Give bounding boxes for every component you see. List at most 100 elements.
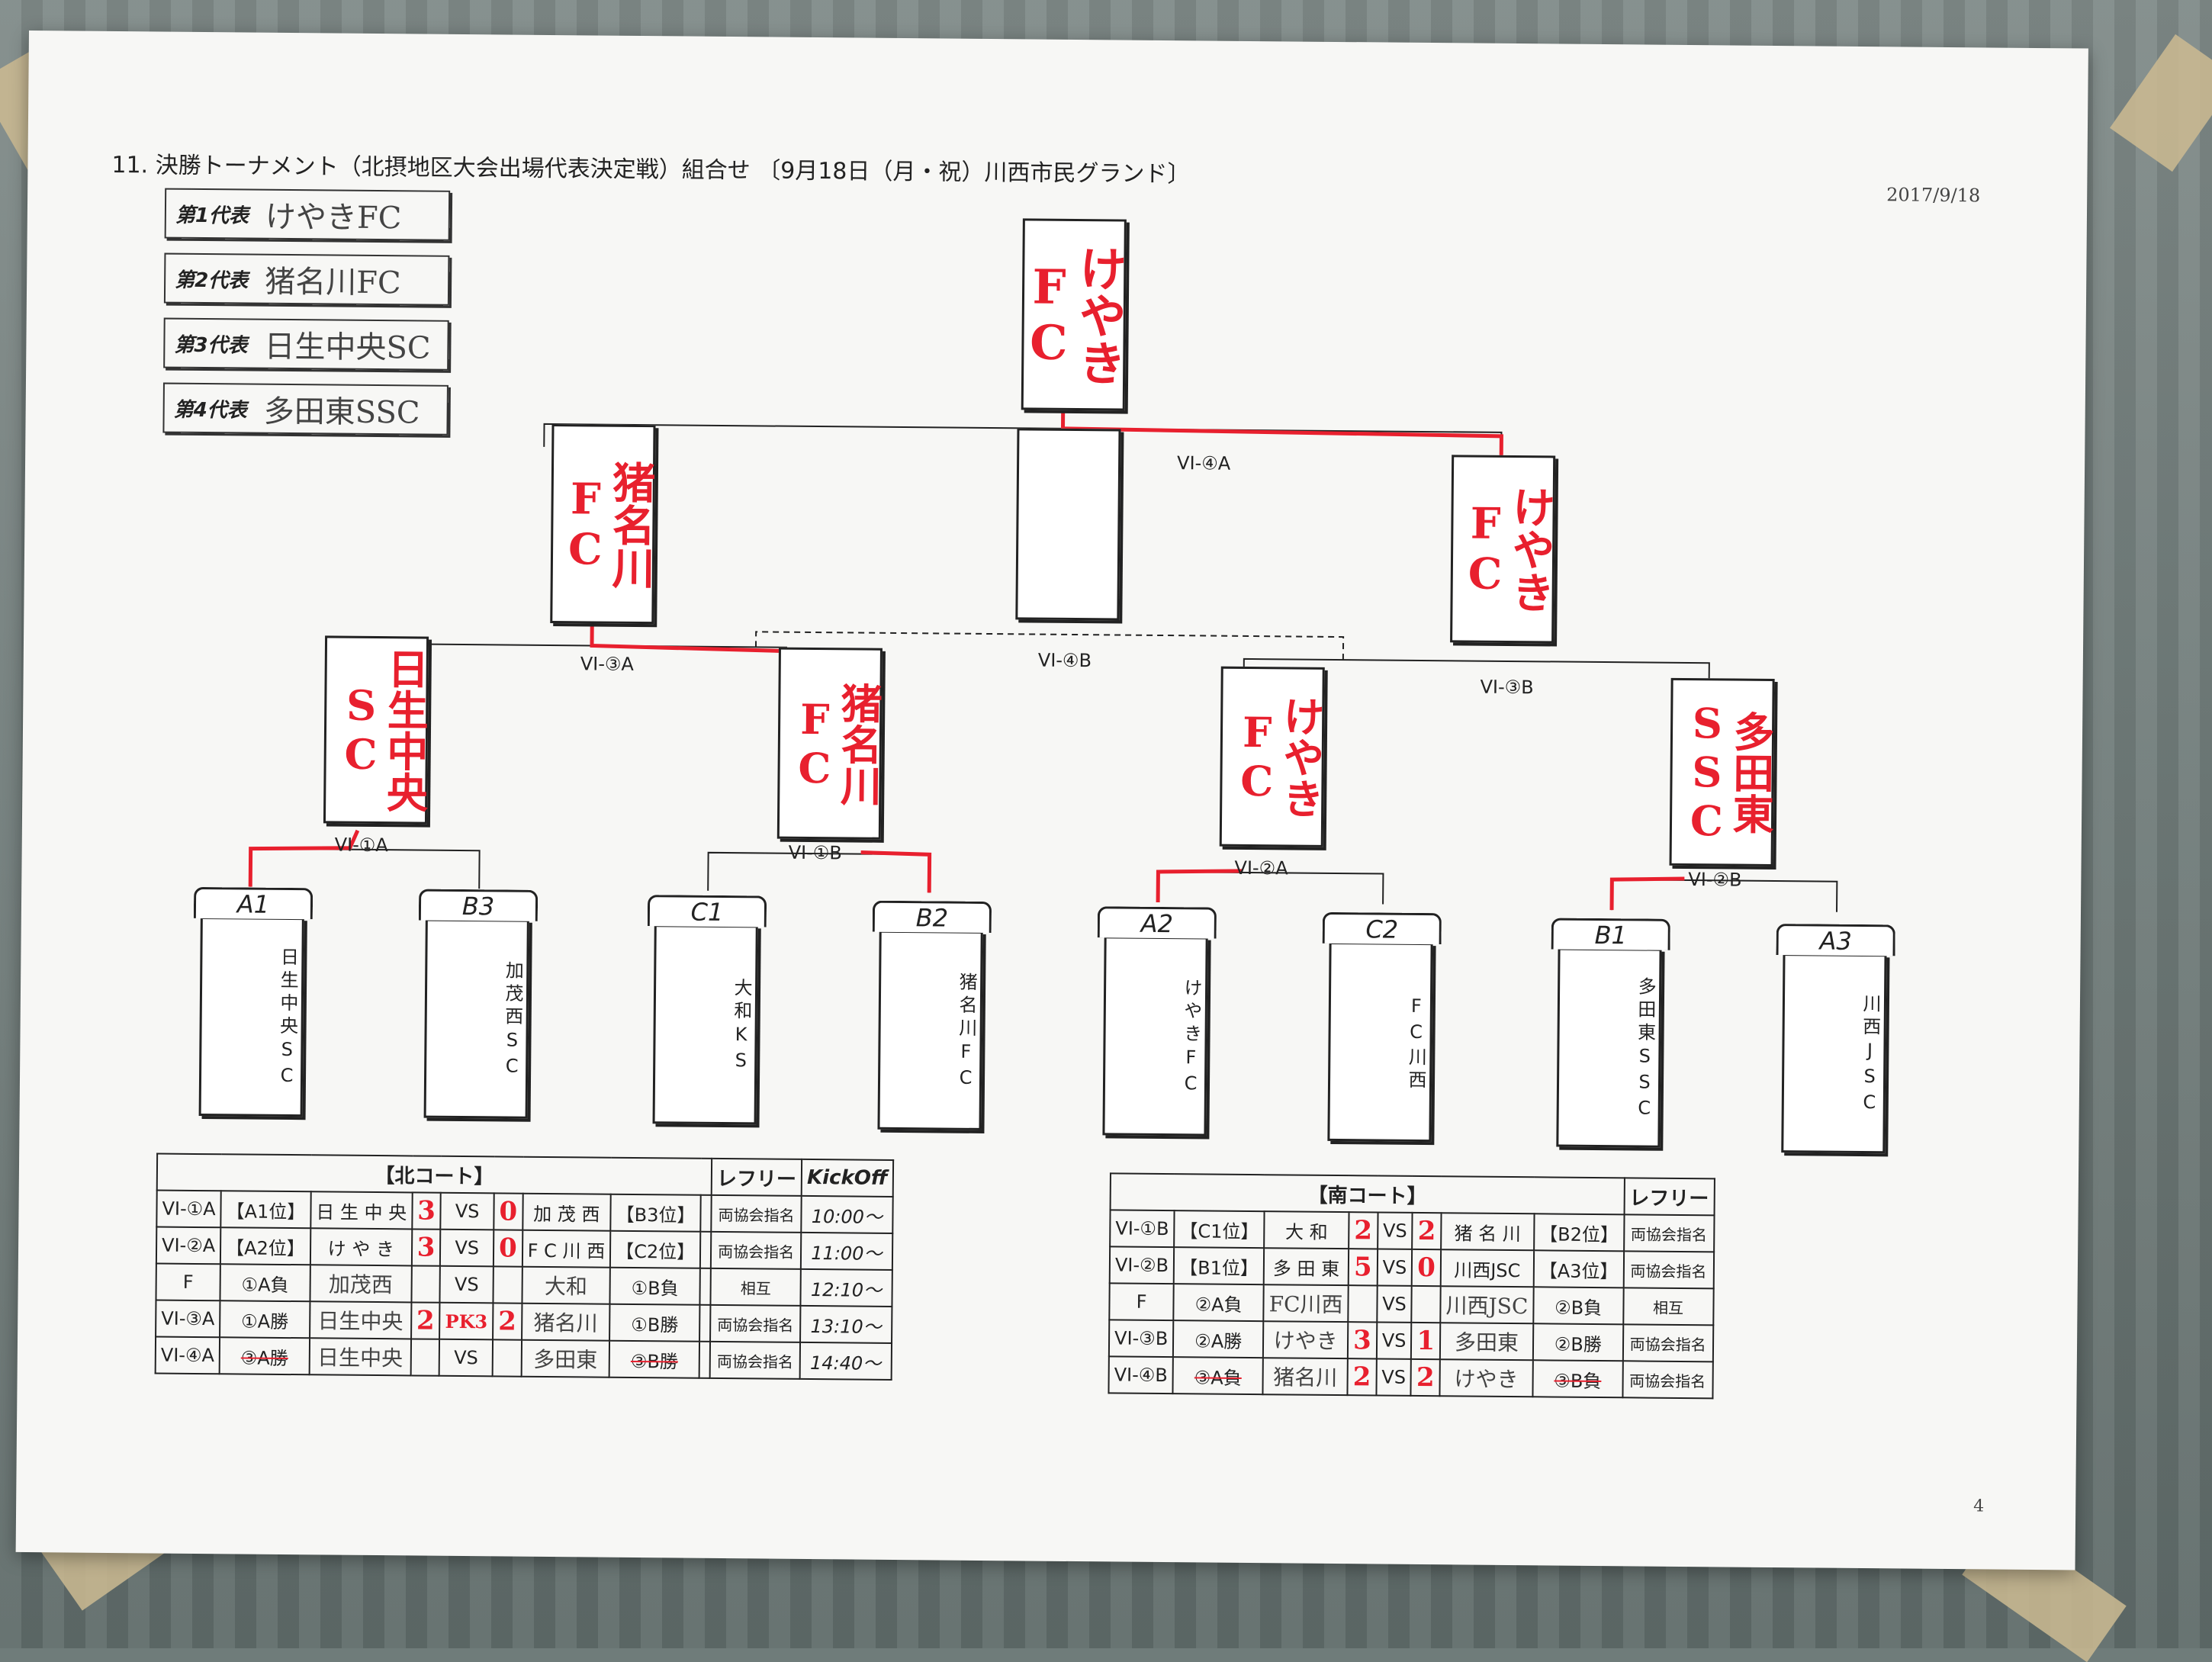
left-team: け や き (310, 1228, 412, 1266)
left-team: 日生中央 (309, 1301, 412, 1339)
round2-winner: 猪名川FC (789, 681, 883, 806)
match-id: VI-③B (1108, 1320, 1174, 1358)
versus: VS (1376, 1358, 1412, 1396)
referee: 両協会指名 (1623, 1251, 1714, 1289)
match-id: F (156, 1263, 220, 1301)
team-box: B3 加茂西SC (418, 889, 539, 1119)
left-position: 【A2位】 (220, 1227, 311, 1265)
left-position: 【A1位】 (220, 1191, 311, 1229)
left-team: 猪名川 (1262, 1358, 1348, 1396)
right-team: 川西JSC (1440, 1249, 1534, 1287)
referee: 相互 (710, 1268, 801, 1306)
right-team: 川西JSC (1440, 1286, 1534, 1324)
table-row: VI-③A ①A勝 日生中央 2 PK3 2 猪名川 ①B勝 両協会指名 13:… (156, 1300, 892, 1343)
match-id: VI-①A (156, 1190, 221, 1228)
right-position: 【B3位】 (610, 1194, 701, 1232)
kickoff-time: 12:10～ (800, 1268, 892, 1307)
semi-right-box: けやきFC (1450, 455, 1556, 644)
round2-winner: けやきFC (1232, 695, 1326, 819)
match-label: VI-①A (334, 834, 388, 857)
right-team: 猪 名 川 (1441, 1213, 1535, 1251)
versus: VS (1376, 1322, 1412, 1359)
kickoff-header: KickOff (801, 1159, 893, 1197)
semi-right-winner: けやきFC (1459, 484, 1556, 614)
left-team: けやき (1263, 1321, 1349, 1359)
left-position: ①A負 (220, 1264, 310, 1302)
left-position: ②A負 (1173, 1284, 1264, 1322)
left-team: FC川西 (1263, 1284, 1349, 1323)
right-position: ③B負 (1532, 1360, 1623, 1398)
right-position: ③B勝 (609, 1340, 700, 1378)
versus: PK3 (439, 1302, 494, 1340)
table-row: VI-③B ②A勝 けやき 3 VS 1 多田東 ②B勝 両協会指名 (1108, 1320, 1713, 1362)
right-score: 2 (492, 1303, 522, 1340)
table-row: VI-②B 【B1位】 多 田 東 5 VS 0 川西JSC 【A3位】 両協会… (1109, 1246, 1714, 1289)
team-code: C2 (1322, 911, 1442, 945)
versus: VS (440, 1192, 494, 1230)
round2-winner-box: けやきFC (1219, 666, 1326, 847)
team-code: B1 (1551, 918, 1670, 950)
round2-winner-box: 猪名川FC (776, 647, 883, 840)
left-position: ①A勝 (220, 1300, 310, 1339)
team-name: 加茂西SC (501, 960, 524, 1082)
left-score: 3 (411, 1192, 442, 1230)
versus: VS (439, 1265, 494, 1304)
right-team: 加 茂 西 (522, 1193, 611, 1231)
right-score: 1 (1411, 1322, 1441, 1360)
south-court-schedule: 【南コート】 レフリー VI-①B 【C1位】 大 和 2 VS 2 猪 名 川… (1108, 1172, 1715, 1399)
team-name: けやきFC (1179, 978, 1203, 1099)
left-score: 5 (1348, 1249, 1378, 1286)
north-court-schedule: 【北コート】 レフリー KickOff VI-①A 【A1位】 日 生 中 央 … (155, 1153, 894, 1381)
table-row: VI-②A 【A2位】 け や き 3 VS 0 F C 川 西 【C2位】 両… (156, 1226, 892, 1270)
match-label: VI-④A (1176, 452, 1231, 474)
table-row: VI-①B 【C1位】 大 和 2 VS 2 猪 名 川 【B2位】 両協会指名 (1110, 1210, 1715, 1252)
round2-winner-box: 多田東SSC (1669, 677, 1776, 866)
left-score: 3 (1347, 1322, 1377, 1359)
right-position: ②B勝 (1532, 1323, 1623, 1361)
left-team: 多 田 東 (1263, 1248, 1349, 1286)
right-position: ②B負 (1533, 1287, 1624, 1325)
match-id: VI-②A (156, 1226, 221, 1265)
champion-name: けやきFC (1021, 243, 1127, 387)
right-position: ①B勝 (609, 1304, 700, 1342)
match-id: VI-④A (155, 1336, 220, 1374)
right-score: 2 (1410, 1358, 1440, 1397)
team-name: 猪名川FC (954, 972, 978, 1093)
kickoff-time: 10:00～ (801, 1195, 893, 1233)
match-label: VI-③B (1480, 676, 1534, 699)
team-box: A2 けやきFC (1097, 906, 1217, 1136)
referee: 両協会指名 (710, 1231, 802, 1269)
team-box: B2 猪名川FC (872, 900, 992, 1130)
kickoff-time: 13:10～ (800, 1305, 892, 1343)
tournament-sheet: 11. 決勝トーナメント（北摂地区大会出場代表決定戦）組合せ 〔9月18日（月・… (15, 31, 2088, 1570)
match-id: VI-①B (1110, 1210, 1175, 1248)
table-row: F ①A負 加茂西 VS 大和 ①B負 相互 12:10～ (156, 1263, 892, 1307)
versus: VS (439, 1339, 493, 1377)
south-court-header: 【南コート】 (1110, 1173, 1625, 1215)
referee-header: レフリー (711, 1158, 802, 1196)
right-score (1411, 1285, 1441, 1323)
right-position: 【A3位】 (1533, 1250, 1624, 1288)
left-position: ③A勝 (219, 1337, 310, 1375)
right-score (492, 1339, 522, 1377)
team-code: C1 (647, 895, 767, 927)
left-position: ②A勝 (1173, 1320, 1264, 1358)
right-team: 多田東 (521, 1339, 610, 1377)
team-code: B2 (872, 900, 992, 934)
round2-winner: 多田東SSC (1682, 698, 1776, 846)
left-score (1348, 1285, 1378, 1323)
table-row: VI-①A 【A1位】 日 生 中 央 3 VS 0 加 茂 西 【B3位】 両… (156, 1190, 893, 1233)
right-position: 【C2位】 (609, 1230, 701, 1268)
right-team: 多田東 (1439, 1323, 1534, 1361)
match-label: VI-④B (1037, 649, 1092, 672)
team-name: 大和KS (730, 978, 753, 1076)
team-name: FC川西 (1404, 995, 1428, 1094)
team-box: C2 FC川西 (1322, 911, 1442, 1143)
north-court-header: 【北コート】 (156, 1153, 712, 1195)
table-row: VI-④B ③A負 猪名川 2 VS 2 けやき ③B負 両協会指名 (1108, 1356, 1713, 1399)
match-label: VI-②B (1688, 869, 1742, 891)
left-score: 2 (1349, 1212, 1378, 1249)
left-team: 加茂西 (310, 1265, 412, 1303)
left-score: 2 (1347, 1358, 1377, 1396)
team-code: A3 (1776, 924, 1895, 956)
